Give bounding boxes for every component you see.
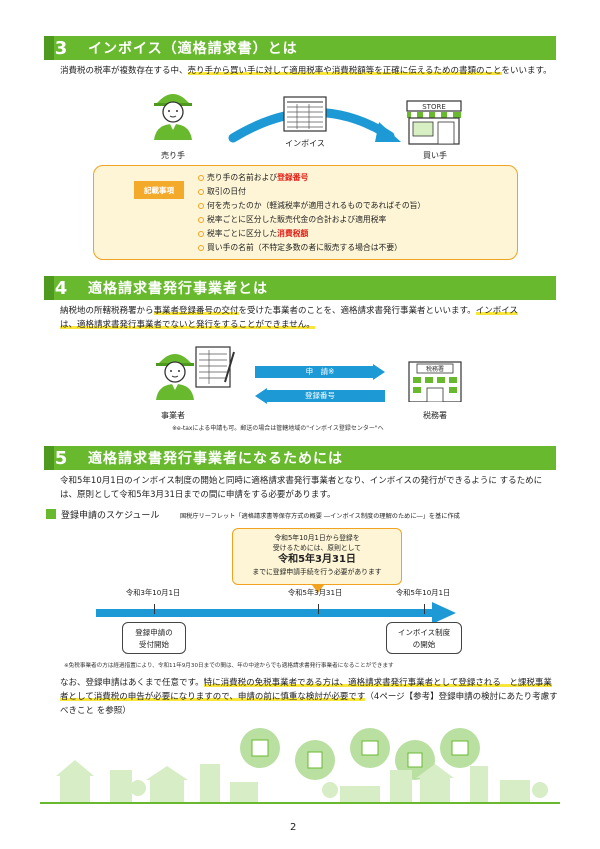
registration-start-box: 登録申請の受付開始 — [122, 622, 186, 654]
list-item: 何を売ったのか（軽減税率が適用されるものであればその旨） — [198, 199, 425, 213]
box-tag: 記載事項 — [134, 181, 184, 199]
tax-office-building-icon: 税務署 — [408, 361, 462, 402]
invoice-start-box: インボイス制度の開始 — [386, 622, 462, 654]
date-invoice-start: 令和5年10月1日 — [396, 588, 451, 597]
store-icon: STORE — [406, 100, 462, 145]
items-list: 売り手の名前および登録番号 取引の日付 何を売ったのか（軽減税率が適用されるもの… — [198, 171, 425, 255]
list-item: 売り手の名前および登録番号 — [198, 171, 425, 185]
store-sign: STORE — [422, 103, 446, 111]
section-3-description: 消費税の税率が複数存在する中、売り手から買い手に対して適用税率や消費税額等を正確… — [60, 64, 555, 78]
invoice-label: インボイス — [285, 139, 325, 148]
exchange-arrows — [255, 364, 385, 404]
date-deadline: 令和5年3月31日 — [288, 588, 343, 597]
bullet-icon — [198, 231, 204, 237]
tick — [318, 604, 319, 614]
bullet-icon — [198, 245, 204, 251]
schedule-square-icon — [46, 509, 56, 519]
apply-arrow-icon — [255, 364, 385, 380]
section-number: 5 — [54, 447, 68, 469]
section-5-header: 5 適格請求書発行事業者になるためには — [44, 446, 556, 470]
list-item: 税率ごとに区分した消費税額 — [198, 227, 425, 241]
city-illustration — [40, 728, 560, 804]
section-title: インボイス（適格請求書）とは — [88, 41, 298, 57]
header-accent — [44, 446, 54, 470]
invoice-document-icon — [283, 96, 327, 132]
application-form-icon — [195, 346, 235, 388]
tick — [154, 604, 155, 614]
exempt-note: ※免税事業者の方は経過措置により、令和11年9月30日までの間は、年の中途からで… — [64, 663, 394, 669]
bullet-icon — [198, 189, 204, 195]
list-item: 買い手の名前（不特定多数の者に販売する場合は不要） — [198, 241, 425, 255]
bullet-icon — [198, 217, 204, 223]
date-start: 令和3年10月1日 — [126, 588, 181, 597]
tax-office-sign: 税務署 — [426, 365, 444, 373]
section-number: 4 — [54, 277, 68, 299]
bullet-icon — [198, 175, 204, 181]
list-item: 税率ごとに区分した販売代金の合計および適用税率 — [198, 213, 425, 227]
bullet-icon — [198, 203, 204, 209]
deadline-callout: 令和5年10月1日から登録を 受けるためには、原則として 令和5年3月31日 ま… — [232, 528, 402, 585]
tick — [424, 604, 425, 614]
desc-text: 消費税の税率が複数存在する中、 — [60, 66, 188, 76]
business-person-icon — [156, 354, 194, 400]
apply-label: 申 請※ — [305, 367, 335, 376]
header-accent — [44, 276, 54, 300]
section-number: 3 — [54, 37, 68, 59]
section-title: 適格請求書発行事業者とは — [88, 281, 268, 297]
schedule-title: 登録申請のスケジュール — [61, 511, 160, 521]
desc-text-end: をいいます。 — [501, 66, 552, 76]
section-title: 適格請求書発行事業者になるためには — [88, 451, 343, 467]
seller-label: 売り手 — [161, 151, 185, 160]
reg-number-label: 登録番号 — [305, 391, 335, 400]
buyer-label: 買い手 — [423, 151, 447, 160]
invoice-items-box: 記載事項 売り手の名前および登録番号 取引の日付 何を売ったのか（軽減税率が適用… — [93, 165, 518, 260]
section-3-header: 3 インボイス（適格請求書）とは — [44, 36, 556, 60]
desc-highlight: 売り手から買い手に対して適用税率や消費税額等を正確に伝えるための書類のこと — [187, 66, 502, 76]
page-number: 2 — [290, 822, 297, 833]
tax-office-label: 税務署 — [423, 411, 447, 420]
seller-person-icon — [154, 94, 192, 140]
timeline-arrow-icon — [96, 602, 456, 624]
list-item: 取引の日付 — [198, 185, 425, 199]
section-4-header: 4 適格請求書発行事業者とは — [44, 276, 556, 300]
etax-note: ※e-taxによる申請も可。郵送の場合は管轄地域の"インボイス登録センター"へ — [172, 425, 384, 432]
callout-pointer-icon — [312, 585, 324, 593]
reg-arrow-icon — [255, 388, 385, 404]
business-label: 事業者 — [161, 411, 185, 420]
section-4-description: 納税地の所轄税務署から事業者登録番号の交付を受けた事業者のことを、適格請求書発行… — [60, 306, 518, 330]
section-5-note: なお、登録申請はあくまで任意です。特に消費税の免税事業者である方は、適格請求書発… — [60, 678, 558, 716]
header-accent — [44, 36, 54, 60]
schedule-source: 国税庁リーフレット「適格請求書等保存方式の概要 ―インボイス制度の理解のために―… — [180, 513, 460, 520]
section-5-description: 令和5年10月1日のインボイス制度の開始と同時に適格請求書発行事業者となり、イン… — [60, 476, 543, 500]
